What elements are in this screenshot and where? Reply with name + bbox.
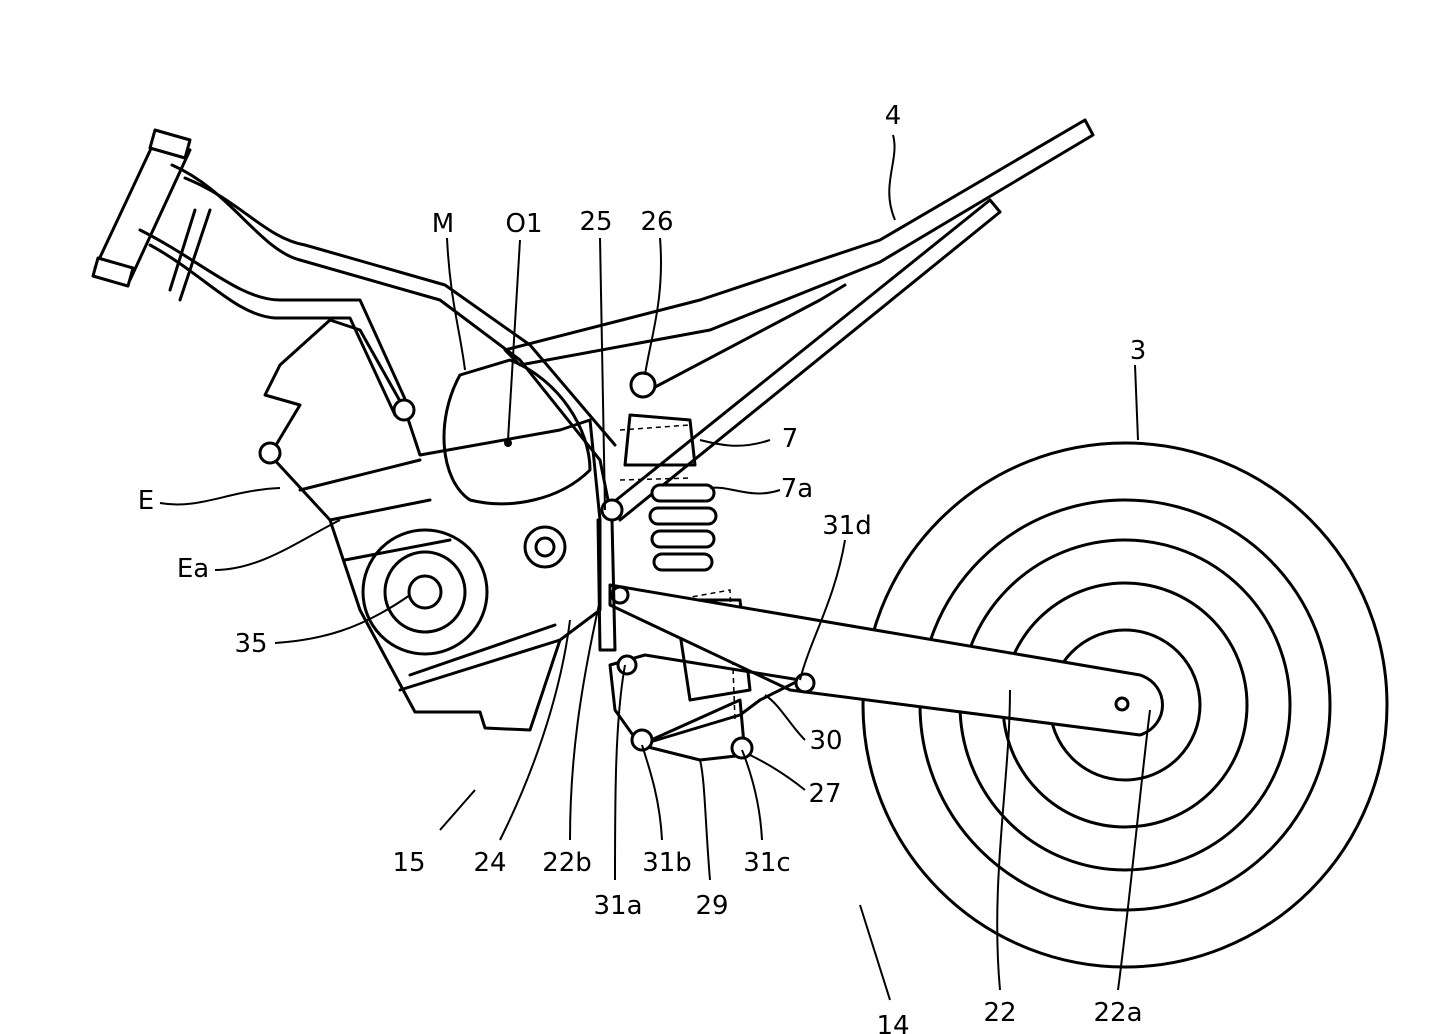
label-e: E	[138, 486, 154, 516]
label-25: 25	[579, 207, 612, 237]
label-24: 24	[473, 848, 506, 878]
label-o1: O1	[505, 209, 542, 239]
label-31a: 31a	[593, 891, 642, 921]
leader-lines	[159, 134, 1151, 1001]
label-7a: 7a	[781, 474, 813, 504]
label-3: 3	[1130, 336, 1147, 366]
label-30: 30	[809, 726, 842, 756]
label-22a: 22a	[1093, 998, 1142, 1028]
swingarm	[596, 518, 1164, 737]
label-26: 26	[640, 207, 673, 237]
label-29: 29	[695, 891, 728, 921]
label-31d: 31d	[822, 511, 872, 541]
label-31c: 31c	[743, 848, 790, 878]
label-ea: Ea	[177, 554, 209, 584]
label-7: 7	[782, 424, 799, 454]
frame	[91, 118, 1095, 522]
label-27: 27	[808, 779, 841, 809]
label-15: 15	[392, 848, 425, 878]
label-m: M	[432, 209, 454, 239]
label-22: 22	[983, 998, 1016, 1028]
shock-absorber	[619, 371, 752, 721]
engine	[258, 318, 602, 732]
label-35: 35	[234, 629, 267, 659]
label-31b: 31b	[642, 848, 692, 878]
label-22b: 22b	[542, 848, 592, 878]
label-14: 14	[876, 1011, 909, 1034]
label-4: 4	[885, 101, 902, 131]
